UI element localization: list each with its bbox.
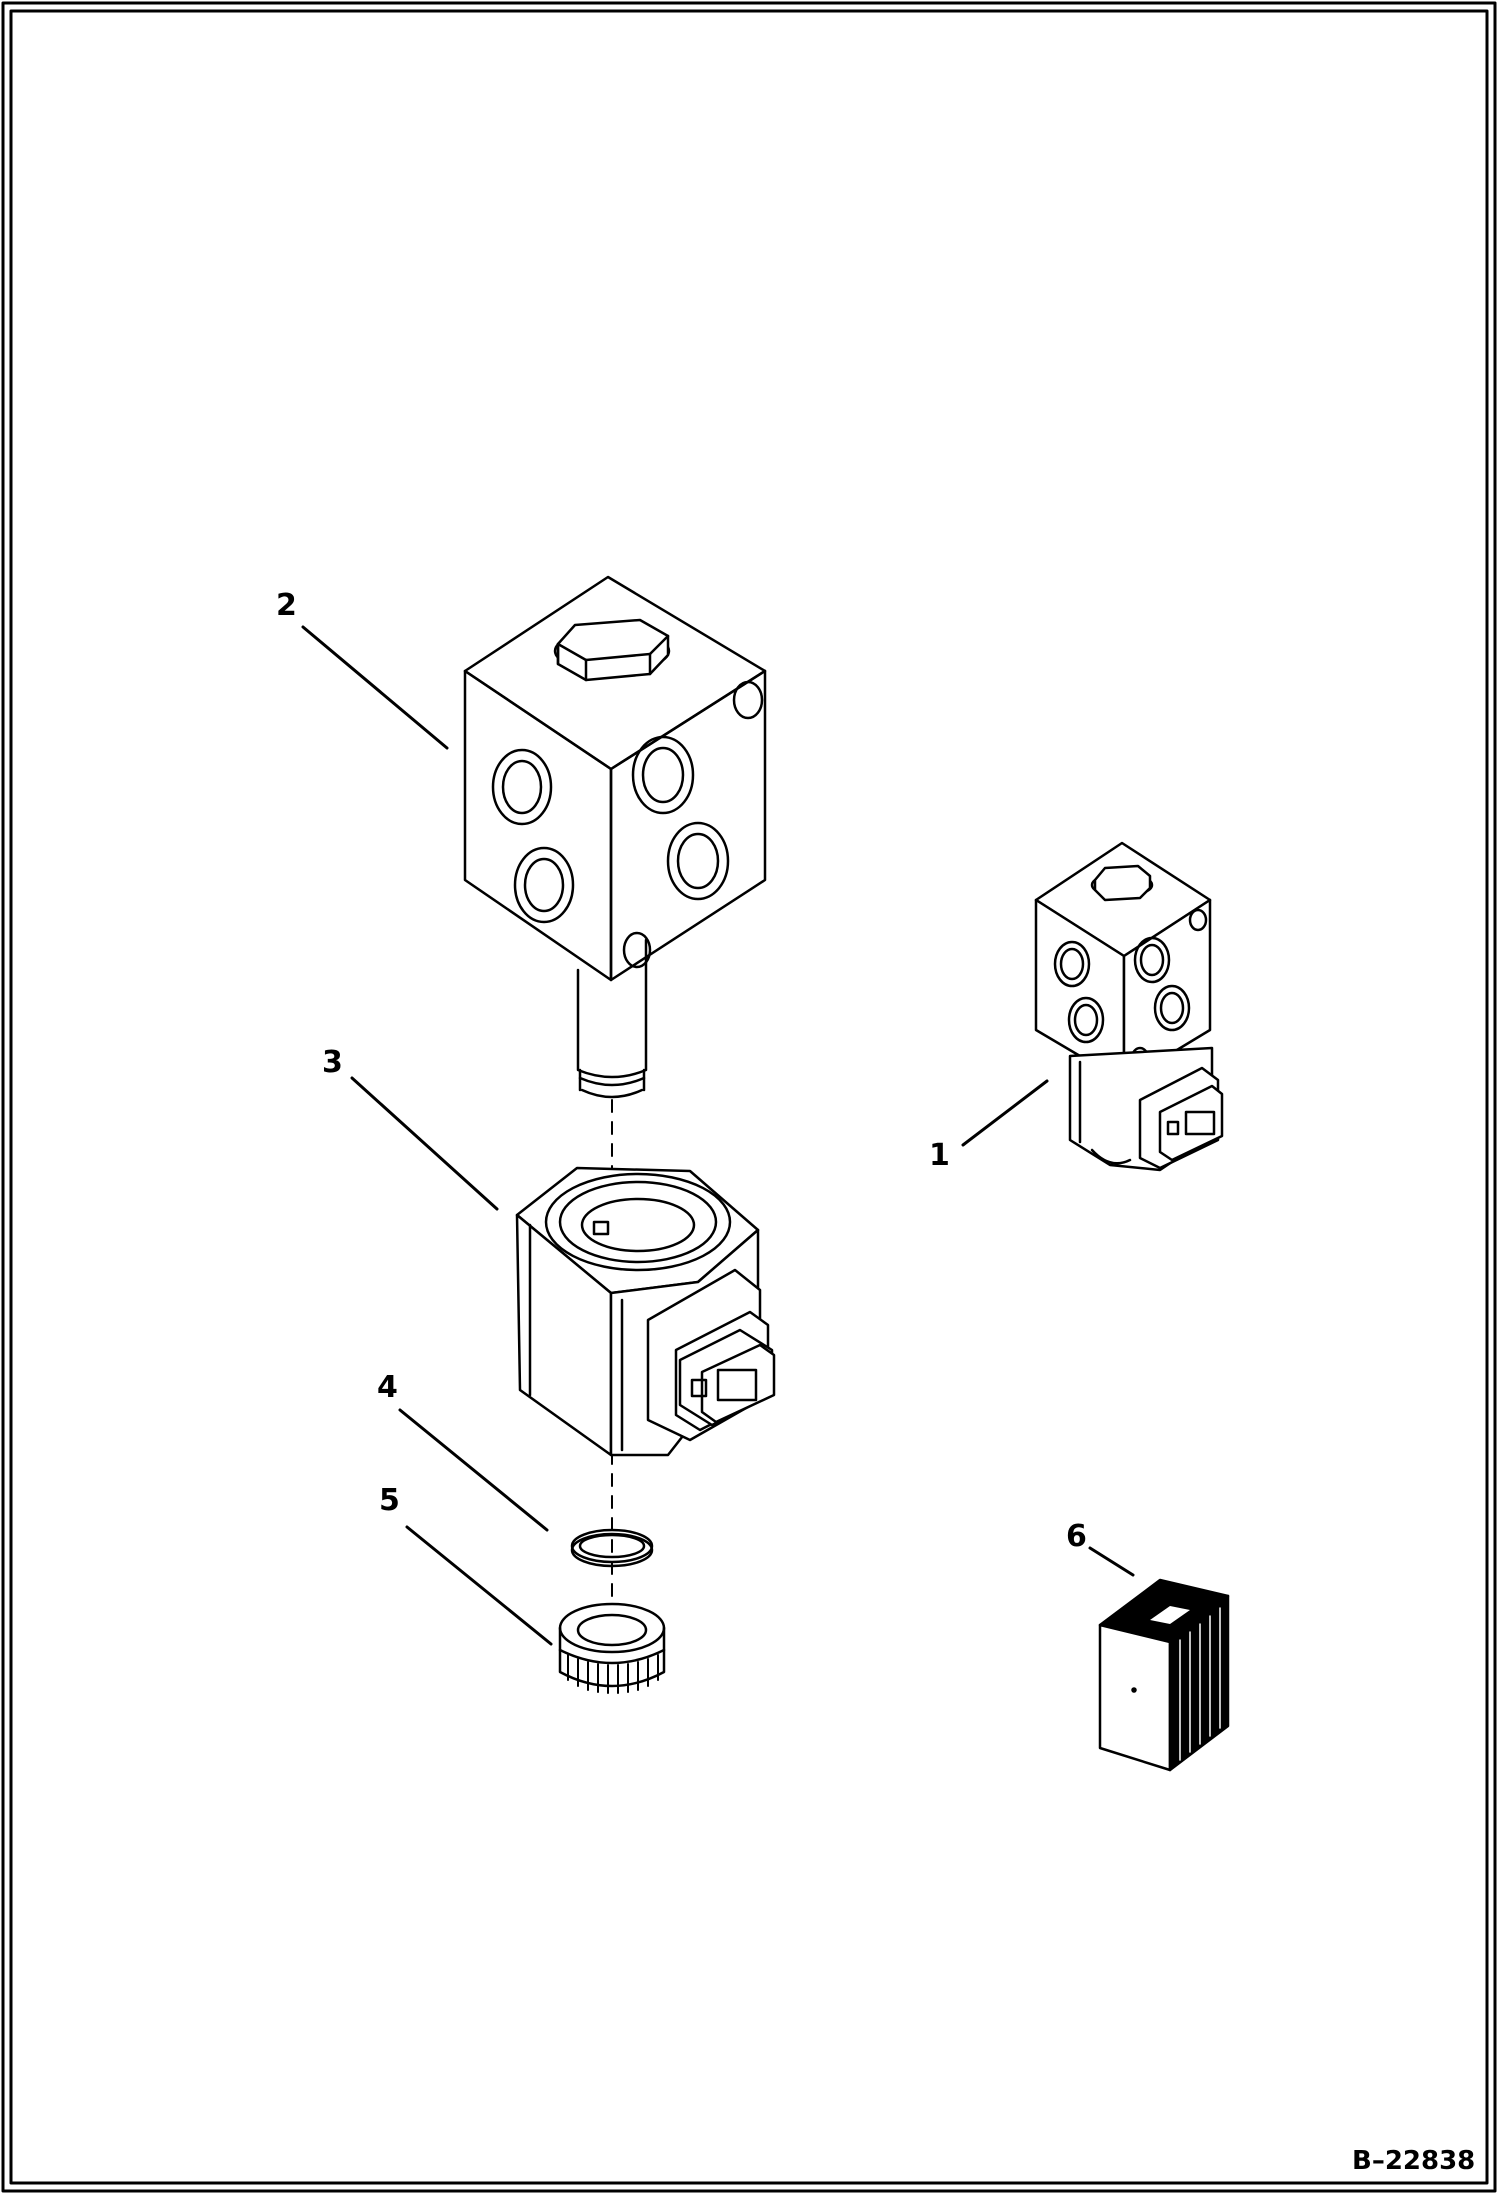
- leader-line-3: [350, 1076, 499, 1211]
- o-ring: [570, 1528, 654, 1568]
- callout-labels: 2 3 4 5 1 6 B–22838: [276, 588, 1475, 2176]
- solenoid-coil: [515, 1166, 776, 1457]
- coil-cover: [1098, 1578, 1230, 1772]
- callout-3: 3: [322, 1045, 343, 1080]
- callout-2: 2: [276, 588, 297, 623]
- callout-5: 5: [379, 1483, 400, 1518]
- callout-1: 1: [929, 1138, 950, 1173]
- valve-assembly: [1034, 841, 1224, 1172]
- leader-line-5: [405, 1525, 553, 1646]
- knurled-nut: [558, 1602, 666, 1694]
- leader-line-2: [301, 625, 449, 750]
- document-number: B–22838: [1352, 2146, 1475, 2176]
- leader-lines: [301, 625, 1135, 1646]
- valve-cartridge-block: [463, 575, 767, 1099]
- leader-line-4: [398, 1408, 549, 1532]
- leader-line-1: [961, 1079, 1049, 1147]
- callout-4: 4: [377, 1370, 398, 1405]
- leader-line-6: [1088, 1546, 1135, 1577]
- callout-6: 6: [1066, 1519, 1087, 1554]
